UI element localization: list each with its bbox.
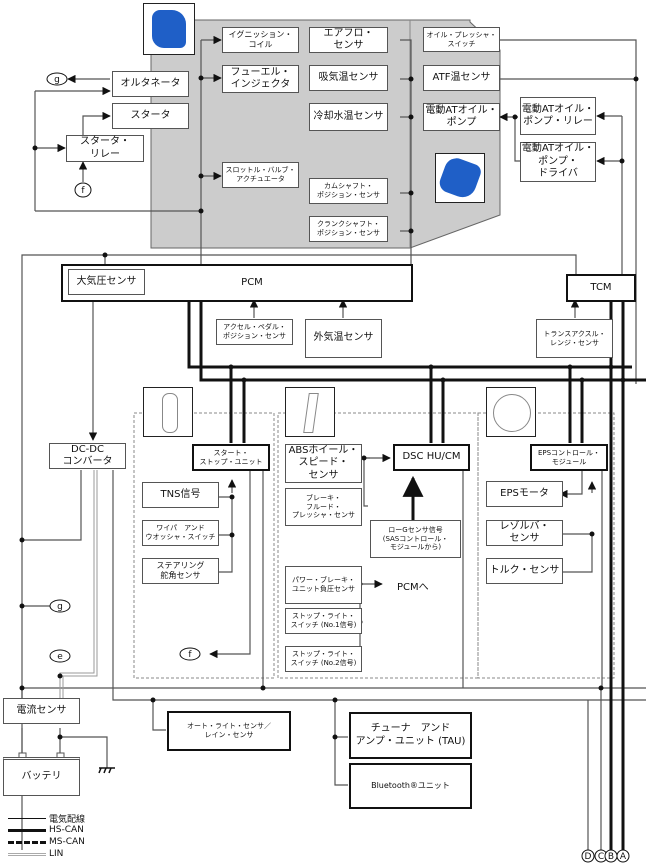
hs-can-bus	[187, 300, 646, 850]
torque-sensor: トルク・センサ	[486, 558, 563, 584]
steering-wheel-icon	[493, 394, 531, 432]
throttle-actuator: スロットル・バルブ・ アクチュエータ	[222, 162, 299, 188]
legend-ms-can: MS-CAN	[8, 836, 85, 848]
crankshaft-sensor: クランクシャフト・ ポジション・センサ	[309, 216, 388, 242]
starter-relay: スタータ・ リレー	[66, 135, 144, 162]
ground-icon	[98, 767, 115, 774]
transmission-image	[435, 153, 485, 203]
engine-icon	[152, 10, 186, 48]
pedal-image	[285, 387, 335, 437]
eps-motor: EPSモータ	[486, 481, 563, 507]
camshaft-sensor: カムシャフト・ ポジション・センサ	[309, 178, 388, 204]
resolver-sensor: レゾルバ・ センサ	[486, 520, 563, 546]
tns-signal: TNS信号	[142, 482, 219, 508]
oil-pump-driver: 電動ATオイル・ ポンプ・ ドライバ	[520, 142, 596, 182]
steering-image	[486, 387, 536, 437]
steering-angle-sensor: ステアリング 舵角センサ	[142, 558, 219, 584]
legend-line-thin	[8, 817, 46, 819]
airflow-sensor: エアフロ・ センサ	[309, 27, 388, 53]
battery: バッテリ	[3, 757, 80, 796]
to-pcm-label: PCMへ	[397, 582, 429, 593]
legend-label: MS-CAN	[49, 837, 85, 847]
connector-labels	[46, 72, 630, 863]
auto-light-rain-sensor: オート・ライト・センサ／ レイン・センサ	[167, 711, 291, 751]
ignition-coil: イグニッション・ コイル	[222, 27, 299, 53]
legend-hs-can: HS-CAN	[8, 824, 84, 836]
start-stop-frame	[133, 412, 275, 679]
legend-line-dashed	[8, 840, 46, 844]
connector-g-top: g	[54, 75, 60, 85]
starter: スタータ	[112, 103, 189, 129]
electric-wires	[21, 35, 646, 850]
connector-f-top: f	[81, 186, 85, 196]
stop-light-switch-1: ストップ・ライト・ スイッチ (No.1信号)	[285, 608, 362, 634]
lin-wires	[59, 470, 98, 698]
electric-oil-pump: 電動ATオイル・ ポンプ	[423, 103, 500, 131]
stop-light-switch-2: ストップ・ライト・ スイッチ (No.2信号)	[285, 646, 362, 672]
connector-C: C	[598, 852, 604, 862]
start-stop-unit: スタート・ ストップ・ユニット	[192, 444, 270, 471]
low-g-sensor-signal: ローGセンサ信号 (SASコントロール・ モジュールから)	[370, 520, 461, 558]
intake-temp-sensor: 吸気温センサ	[309, 65, 388, 91]
accel-pedal-sensor: アクセル・ペダル・ ポジション・センサ	[216, 319, 293, 345]
ambient-temp-sensor: 外気温センサ	[305, 319, 382, 358]
coolant-temp-sensor: 冷却水温センサ	[309, 103, 388, 131]
current-sensor: 電流センサ	[3, 698, 80, 724]
fuel-injector: フューエル・ インジェクタ	[222, 65, 299, 93]
wiper-washer-switch: ワイパ アンド ウオッシャ・スイッチ	[142, 520, 219, 546]
eps-frame	[477, 412, 615, 679]
range-sensor: トランスアクスル・ レンジ・センサ	[536, 319, 613, 358]
legend-lin: LIN	[8, 848, 63, 860]
legend-label: 電気配線	[49, 814, 86, 825]
eps-control-module: EPSコントロール・ モジュール	[530, 444, 608, 471]
abs-wheel-speed-sensor: ABSホイール・ スピード・ センサ	[285, 444, 362, 483]
oil-pressure-switch: オイル・プレッシャ・ スイッチ	[423, 27, 500, 52]
connector-g-left: g	[57, 602, 63, 612]
connector-e: e	[57, 652, 63, 662]
legend-label: HS-CAN	[49, 825, 84, 835]
tau-unit: チューナ アンド アンプ・ユニット (TAU)	[349, 712, 472, 759]
engine-image	[143, 3, 195, 55]
brake-vacuum-sensor: パワー・ブレーキ・ ユニット負圧センサ	[285, 566, 362, 604]
dcdc-converter: DC-DC コンバータ	[49, 443, 126, 469]
alternator: オルタネータ	[112, 71, 189, 97]
connector-D: D	[585, 852, 592, 862]
legend-label: LIN	[49, 849, 64, 859]
engine-area	[150, 19, 501, 249]
legend-electric: 電気配線	[8, 812, 86, 825]
atf-temp-sensor: ATF温センサ	[423, 65, 500, 91]
connector-A: A	[620, 852, 627, 862]
transmission-icon	[436, 154, 484, 202]
legend-line-double	[8, 852, 46, 856]
connector-f-bottom: f	[188, 650, 192, 660]
barometric-sensor: 大気圧センサ	[68, 269, 145, 295]
key-image	[143, 387, 193, 437]
bluetooth-unit: Bluetooth®ユニット	[349, 763, 472, 809]
smart-key-icon	[162, 393, 178, 433]
legend-line-thick	[8, 828, 46, 832]
brake-fluid-pressure-sensor: ブレーキ・ フルード・ プレッシャ・センサ	[285, 488, 362, 526]
dsc-frame	[277, 412, 479, 679]
pcm-label: PCM	[241, 276, 263, 288]
tcm-module: TCM	[566, 274, 636, 302]
dsc-hu-cm: DSC HU/CM	[393, 444, 470, 471]
oil-pump-relay: 電動ATオイル・ ポンプ・リレー	[520, 97, 596, 135]
brake-pedal-icon	[303, 393, 319, 433]
connector-B: B	[608, 852, 614, 862]
